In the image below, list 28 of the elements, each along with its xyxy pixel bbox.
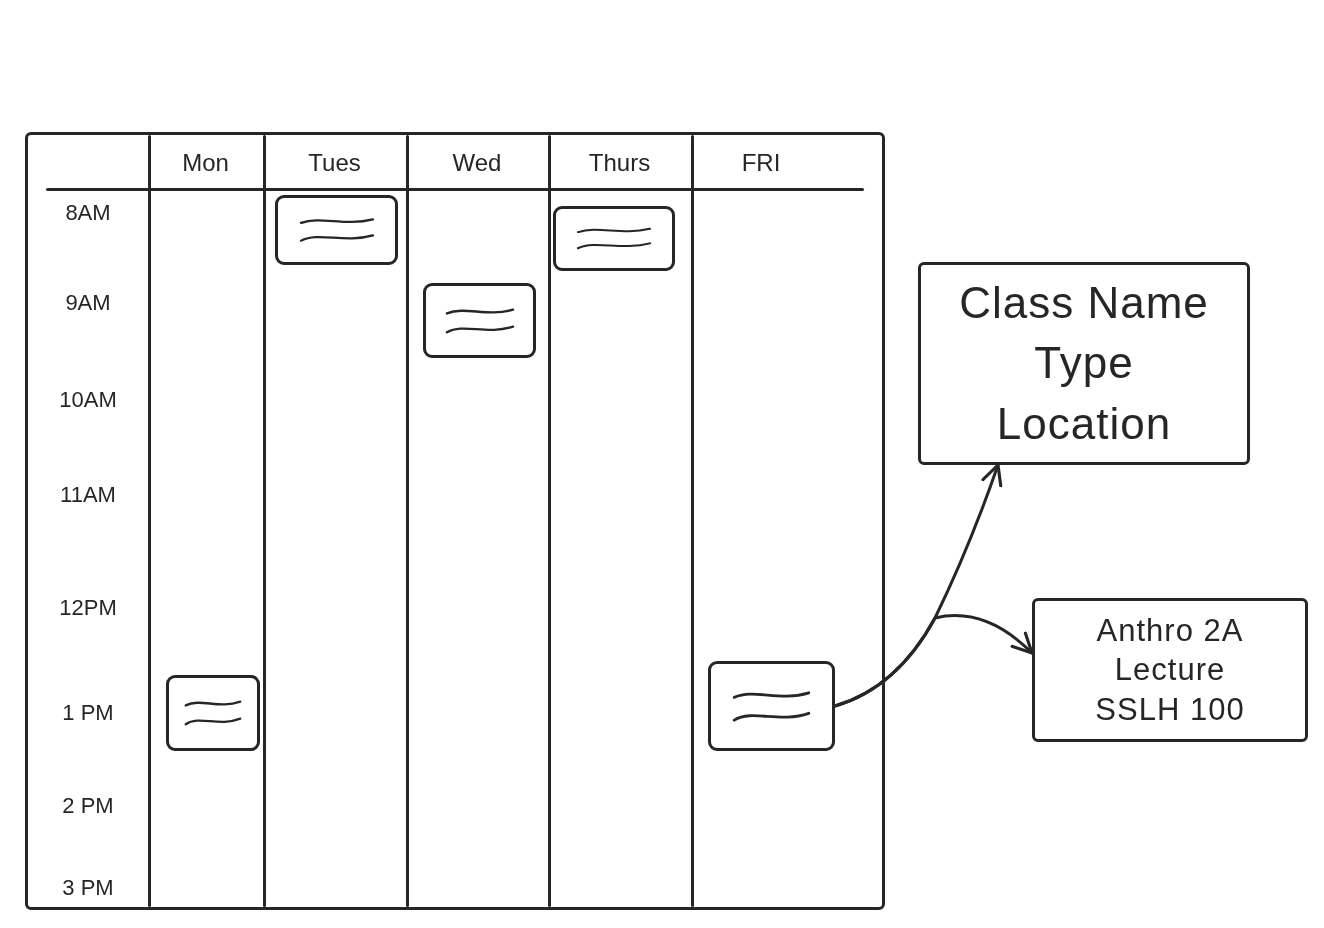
card-text: Anthro 2A: [1096, 612, 1244, 649]
day-header: Wed: [451, 148, 503, 178]
time-label: 2 PM: [61, 792, 115, 820]
day-header: Tues: [307, 148, 362, 178]
class-block: [166, 675, 260, 751]
class-block: [553, 206, 675, 271]
time-label: 3 PM: [61, 874, 115, 902]
time-label: 9AM: [64, 289, 112, 317]
time-label: 11AM: [59, 481, 117, 509]
card-text: Lecture: [1114, 652, 1226, 688]
detail-card: [1032, 598, 1308, 742]
day-header: FRI: [740, 148, 782, 178]
card-text: Location: [996, 398, 1172, 450]
card-text: Class Name: [959, 277, 1209, 329]
card-text: SSLH 100: [1095, 691, 1245, 728]
time-label: 12PM: [58, 594, 118, 622]
time-label: 10AM: [58, 386, 118, 414]
calendar-grid: [25, 132, 885, 910]
class-block: [275, 195, 398, 265]
class-block: [708, 661, 835, 751]
detail-card: [918, 262, 1250, 465]
class-block: [423, 283, 536, 358]
day-header: Thurs: [587, 148, 652, 178]
arrow: [833, 614, 1034, 708]
time-label: 8AM: [64, 199, 112, 227]
time-label: 1 PM: [61, 699, 115, 727]
day-header: Mon: [181, 148, 230, 178]
card-text: Type: [1034, 338, 1134, 389]
